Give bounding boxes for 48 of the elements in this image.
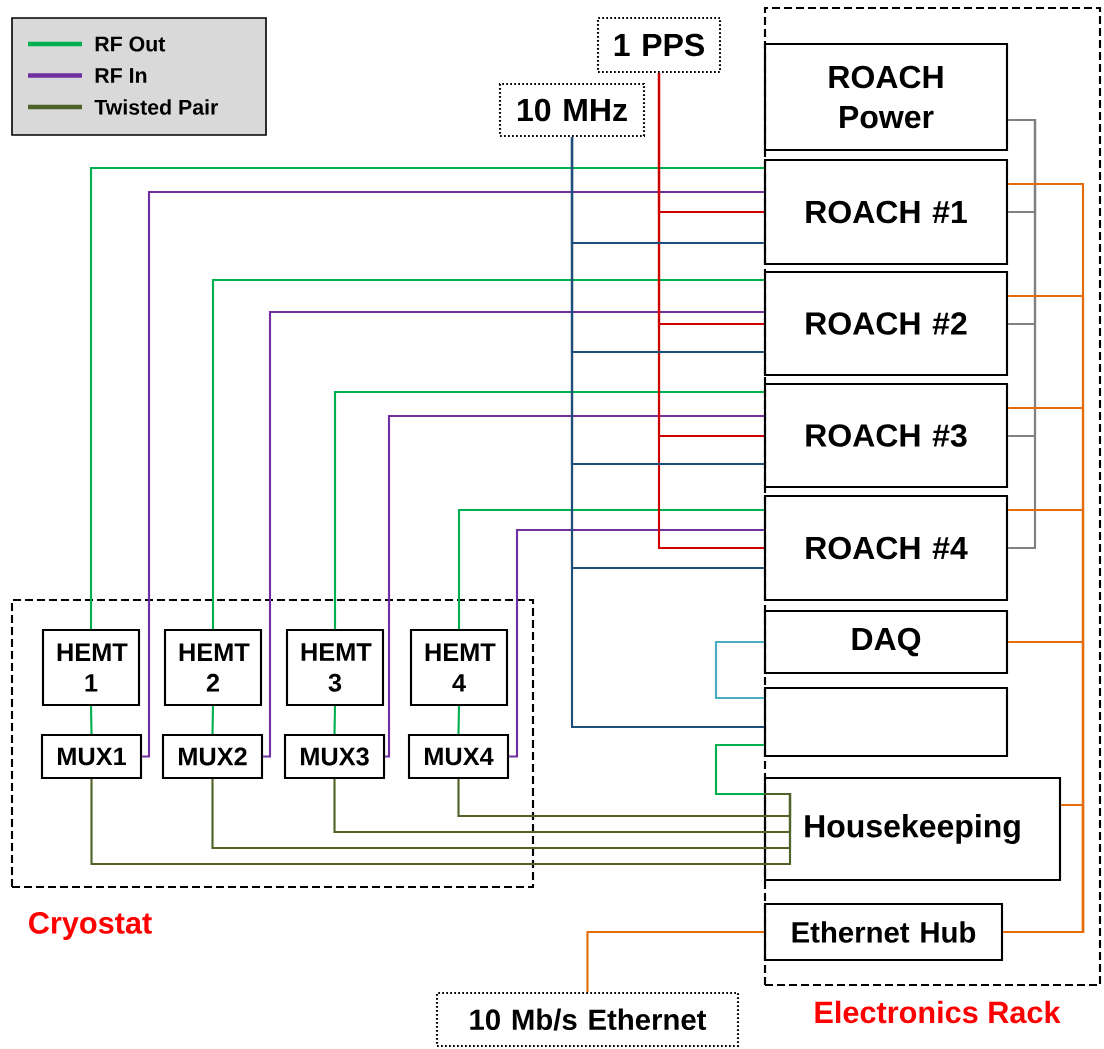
- component-box: DAQ: [763, 609, 1009, 675]
- legend-label: RF Out: [95, 36, 166, 52]
- connector-line: [457, 508, 764, 629]
- connector-line: [1008, 118, 1037, 550]
- component-box: ROACH #2: [763, 270, 1009, 377]
- connector-line: [89, 166, 764, 629]
- component-box: HEMT 4: [409, 628, 509, 707]
- signal-source-box: 10 Mb/s Ethernet: [435, 991, 740, 1048]
- component-box: Ethernet Hub: [763, 902, 1004, 962]
- group-label: Cryostat: [29, 912, 152, 940]
- connector-line: [89, 706, 93, 734]
- connector-line: [333, 779, 792, 834]
- component-box: HEMT 2: [163, 628, 263, 707]
- connector-line: [90, 779, 792, 866]
- component-box: MUX1: [40, 733, 143, 780]
- connector-line: [333, 706, 337, 734]
- connector-line: [570, 137, 764, 729]
- connector-line: [657, 73, 764, 550]
- component-box: MUX2: [161, 733, 264, 780]
- signal-source-box: 1 PPS: [596, 16, 722, 74]
- legend-label: Twisted Pair: [94, 99, 219, 115]
- connector-line: [714, 640, 764, 700]
- connector-line: [384, 414, 764, 758]
- component-box: MUX3: [283, 733, 386, 780]
- component-box: Housekeeping: [763, 776, 1062, 882]
- component-box: ROACH #4: [763, 494, 1009, 602]
- connector-line: [586, 930, 764, 992]
- connector-line: [262, 310, 764, 758]
- signal-source-box: 10 MHz: [498, 82, 646, 138]
- component-box: ROACH #3: [763, 382, 1009, 489]
- connector-line: [141, 190, 764, 758]
- component-box: HEMT 1: [41, 628, 141, 707]
- component-box: ROACH Power: [763, 42, 1009, 152]
- connector-line: [333, 390, 764, 629]
- connector-line: [1003, 803, 1085, 934]
- connector-line: [211, 779, 792, 850]
- connector-line: [211, 278, 764, 629]
- component-box: [763, 686, 1009, 758]
- group-label: Electronics Rack: [815, 1000, 1061, 1024]
- connector-line: [457, 779, 792, 818]
- connector-line: [457, 706, 461, 734]
- connector-line: [714, 743, 764, 796]
- connector-line: [509, 528, 764, 758]
- component-box: MUX4: [407, 733, 510, 780]
- legend-label: RF In: [95, 68, 147, 83]
- component-box: HEMT 3: [285, 628, 385, 707]
- component-box: ROACH #1: [763, 158, 1009, 266]
- connector-line: [211, 706, 215, 734]
